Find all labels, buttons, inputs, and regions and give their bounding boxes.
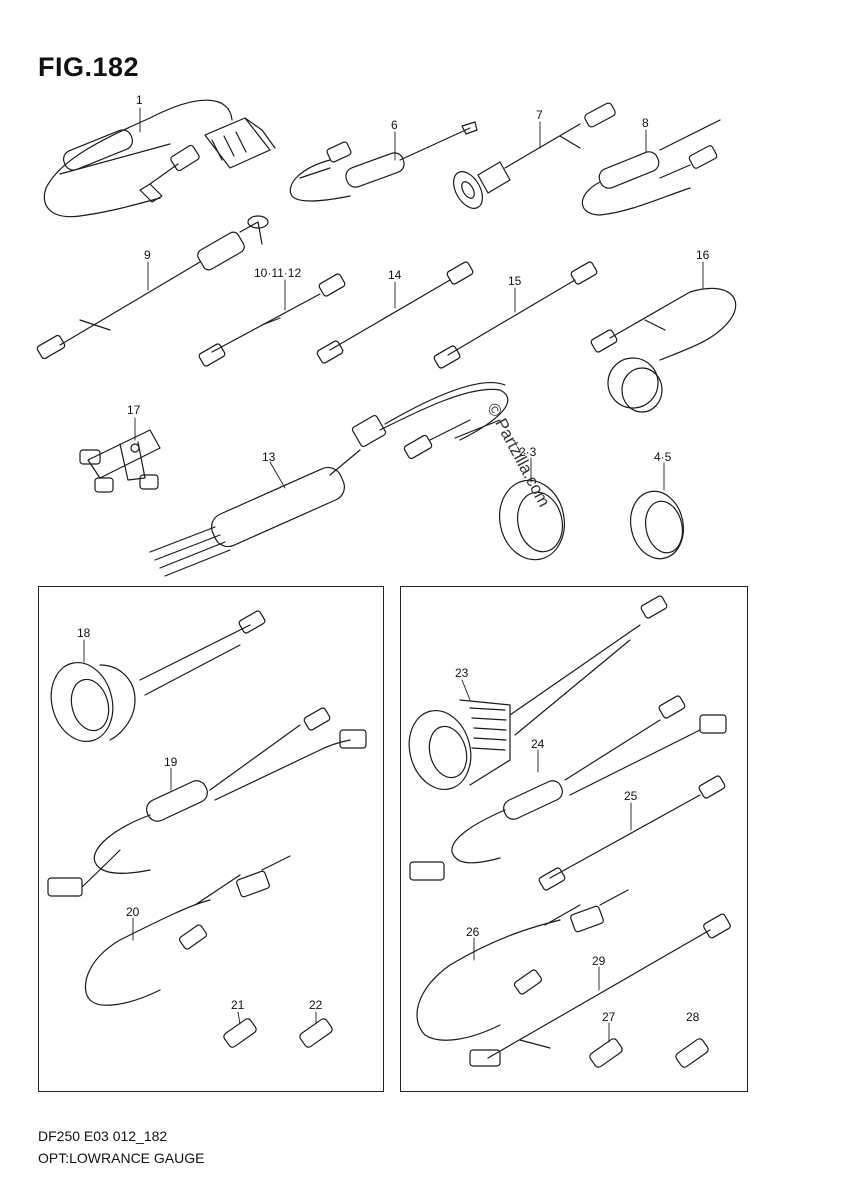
leader-lines	[84, 108, 703, 1042]
part-16-gauge-cable	[590, 288, 736, 412]
callout-18: 18	[77, 626, 91, 640]
part-4-5-bezel	[624, 486, 689, 563]
callout-9: 9	[144, 248, 151, 262]
part-28-connector	[674, 1037, 709, 1068]
part-23-gauge	[401, 595, 668, 796]
part-6-harness	[290, 122, 477, 201]
part-18-gauge	[43, 610, 266, 748]
part-26-harness	[417, 890, 628, 1040]
part-20-harness	[85, 856, 290, 1005]
figure-title: FIG.182	[38, 52, 140, 82]
callout-21: 21	[231, 998, 245, 1012]
part-15-harness	[433, 261, 598, 369]
callout-8: 8	[642, 116, 649, 130]
callout-29: 29	[592, 954, 606, 968]
figure-description: OPT:LOWRANCE GAUGE	[38, 1150, 205, 1166]
callout-27: 27	[602, 1010, 616, 1024]
part-22-connector	[298, 1017, 333, 1048]
part-1-harness	[44, 100, 275, 216]
callout-16: 16	[696, 248, 710, 262]
part-21-connector	[222, 1017, 257, 1048]
part-24-harness	[410, 695, 726, 880]
callout-14: 14	[388, 268, 402, 282]
part-19-harness	[48, 707, 366, 896]
part-27-connector	[588, 1037, 623, 1068]
callout-17: 17	[127, 403, 141, 417]
part-13-harness	[150, 383, 508, 576]
callout-1: 1	[136, 93, 143, 107]
callout-26: 26	[466, 925, 480, 939]
right-detail-box	[400, 586, 748, 1092]
callout-4-5: 4·5	[654, 450, 672, 464]
callout-10-11-12: 10·11·12	[254, 266, 302, 280]
callout-24: 24	[531, 737, 545, 751]
callout-6: 6	[391, 118, 398, 132]
part-14-harness	[316, 261, 474, 364]
part-7-sensor	[448, 102, 617, 214]
left-detail-box	[38, 586, 384, 1092]
callout-28: 28	[686, 1010, 700, 1024]
callout-22: 22	[309, 998, 323, 1012]
callout-19: 19	[164, 755, 178, 769]
callout-7: 7	[536, 108, 543, 122]
part-2-3-bezel	[492, 474, 571, 566]
callout-13: 13	[262, 450, 276, 464]
part-9-harness	[36, 216, 268, 360]
part-29-harness	[470, 913, 731, 1066]
callout-15: 15	[508, 274, 522, 288]
part-8-harness	[582, 120, 720, 215]
callout-25: 25	[624, 789, 638, 803]
part-17-tee-connector	[80, 430, 160, 492]
part-10-11-12-harness	[198, 273, 346, 367]
part-25-harness	[538, 775, 726, 891]
figure-code: DF250 E03 012_182	[38, 1128, 168, 1144]
callout-20: 20	[126, 905, 140, 919]
callout-2-3: 2·3	[519, 445, 537, 459]
callout-23: 23	[455, 666, 469, 680]
